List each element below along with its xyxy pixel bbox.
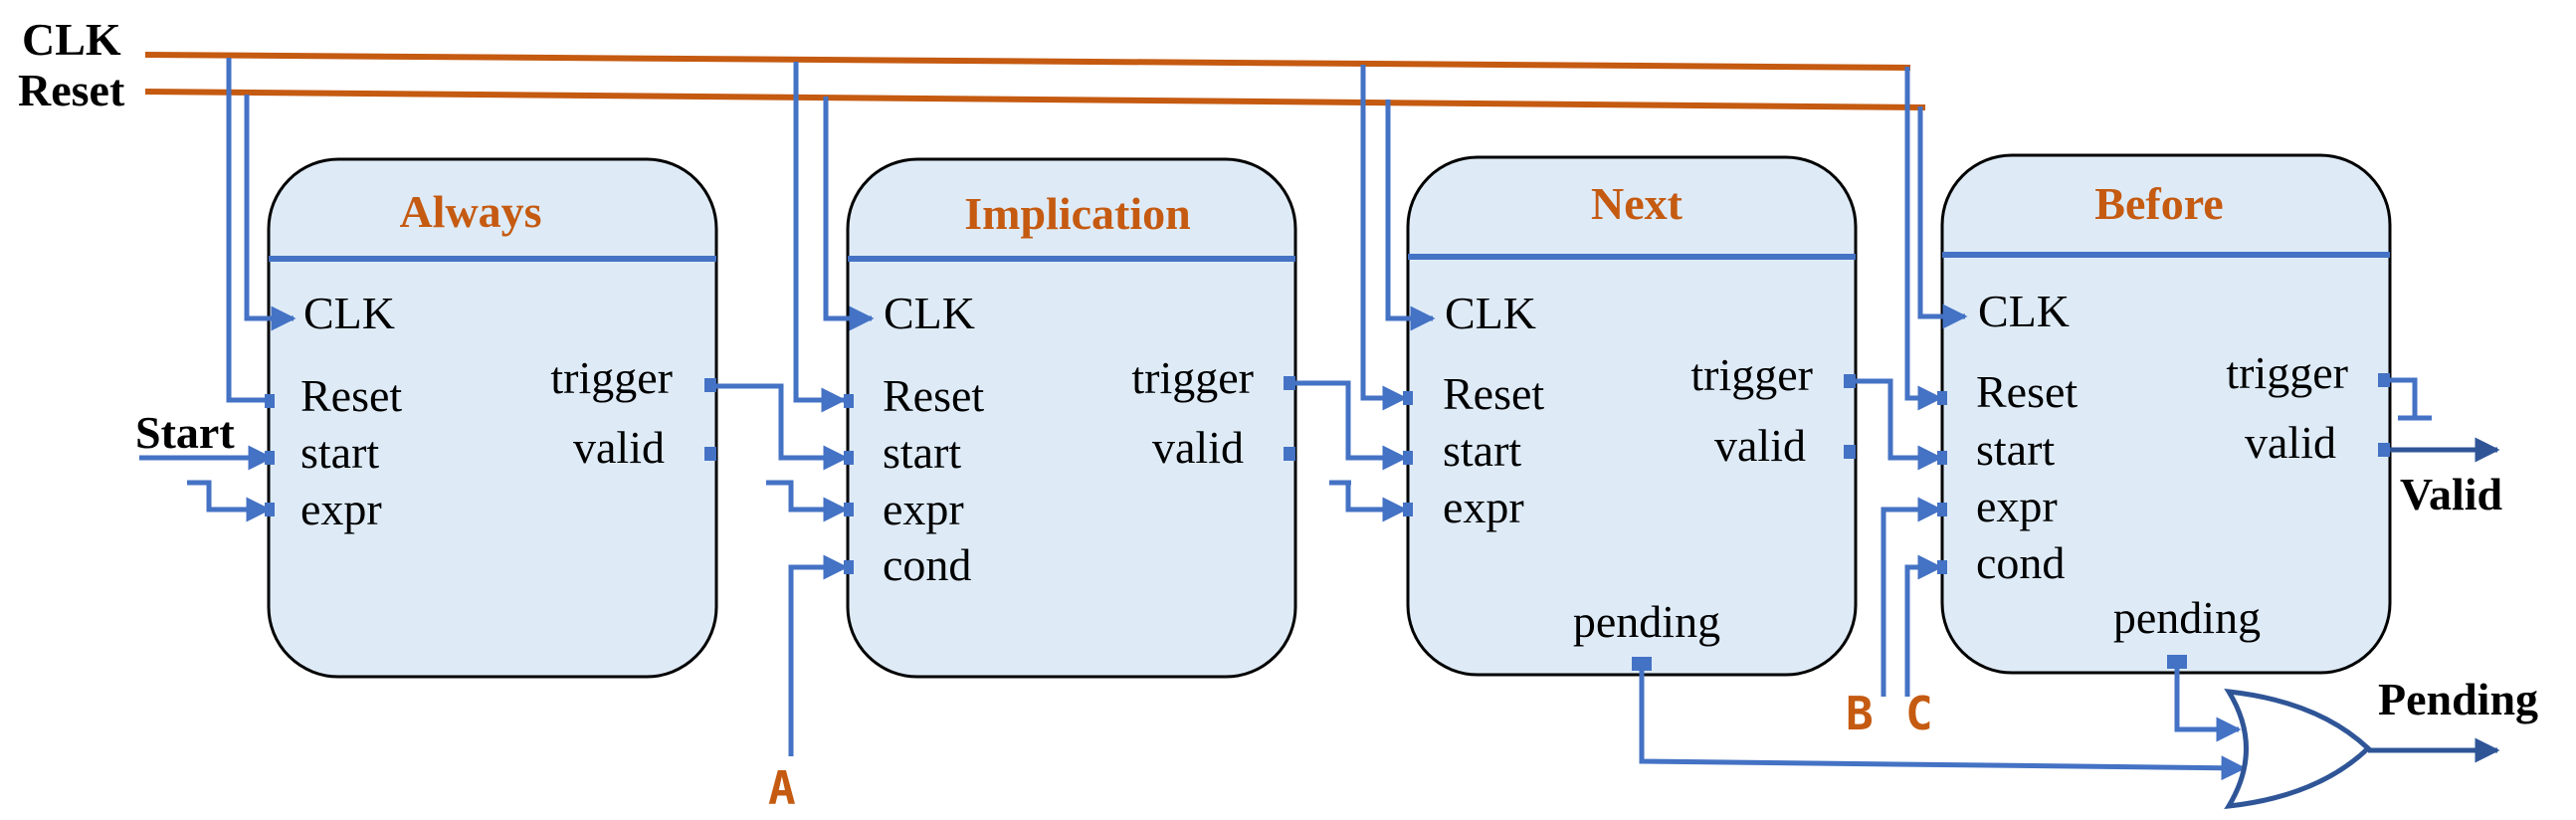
port-reset-label: Reset <box>1443 368 1544 419</box>
port-clk-label: CLK <box>1445 288 1536 338</box>
block-next: Next CLK Reset start expr trigger valid … <box>1406 155 1858 677</box>
wire-c-cond <box>1904 554 1943 697</box>
input-a-label: A <box>768 761 796 815</box>
port-clk-label: CLK <box>884 288 975 338</box>
port-cond-label: cond <box>883 539 971 590</box>
wire-clk-always <box>244 95 297 331</box>
port-clk-label: CLK <box>1978 286 2070 336</box>
port-start-label: start <box>1443 425 1521 476</box>
port-valid-label: valid <box>573 422 665 473</box>
wires <box>139 58 2500 781</box>
port-stubs <box>265 373 2390 671</box>
wire-trigger-to-start-impl <box>716 383 849 471</box>
port-reset-label: Reset <box>300 370 402 421</box>
wire-reset-always <box>226 58 271 403</box>
block-title: Before <box>2094 178 2223 229</box>
wire-reset-impl <box>793 62 847 413</box>
wire-pending-before <box>2174 665 2242 742</box>
port-expr-label: expr <box>1976 481 2058 531</box>
reset-line <box>144 89 1926 110</box>
pending-output-label: Pending <box>2378 674 2538 724</box>
block-implication: Implication CLK Reset start expr cond tr… <box>846 157 1297 679</box>
port-valid-label: valid <box>2245 417 2336 468</box>
wire-expr-always <box>189 480 272 522</box>
input-b-label: B <box>1846 687 1874 740</box>
start-input-label: Start <box>135 407 235 458</box>
valid-output-label: Valid <box>2400 469 2503 519</box>
port-valid-label: valid <box>1714 420 1806 471</box>
port-trigger-label: trigger <box>1690 349 1813 400</box>
port-trigger-label: trigger <box>550 352 673 403</box>
wire-expr-impl <box>768 480 849 522</box>
port-pending-label: pending <box>2113 592 2261 643</box>
port-clk-label: CLK <box>303 288 395 338</box>
reset-input-label: Reset <box>18 65 125 115</box>
input-c-label: C <box>1905 687 1933 740</box>
wire-a-cond <box>788 554 849 756</box>
port-expr-label: expr <box>300 484 382 534</box>
wire-expr-next <box>1331 480 1408 522</box>
port-cond-label: cond <box>1976 537 2065 588</box>
wire-clk-impl <box>823 97 875 331</box>
wire-trigger-to-start-next <box>1295 380 1408 471</box>
wire-clk-next <box>1385 100 1436 331</box>
wire-reset-before <box>1904 67 1943 411</box>
port-pending-label: pending <box>1573 596 1720 647</box>
port-reset-label: Reset <box>1976 366 2078 417</box>
wire-trigger-to-start-before <box>1856 378 1943 471</box>
wire-reset-next <box>1360 65 1408 411</box>
block-title: Implication <box>964 188 1190 239</box>
port-start-label: start <box>883 427 961 478</box>
wire-clk-before <box>1917 106 1968 329</box>
port-expr-label: expr <box>883 484 964 534</box>
wire-b-expr <box>1881 497 1943 697</box>
wire-trigger-before-tie <box>2390 377 2418 418</box>
block-title: Always <box>399 186 541 237</box>
clk-line <box>144 52 1911 71</box>
clk-input-label: CLK <box>22 14 121 65</box>
block-before: Before CLK Reset start expr cond trigger… <box>1940 153 2392 675</box>
clock-reset-bus <box>144 52 1926 110</box>
or-gate-icon <box>2224 688 2372 810</box>
port-start-label: start <box>300 427 379 478</box>
port-start-label: start <box>1976 424 2055 475</box>
wire-pending-next <box>1639 667 2247 781</box>
port-reset-label: Reset <box>883 370 984 421</box>
port-expr-label: expr <box>1443 482 1524 532</box>
port-trigger-label: trigger <box>1131 352 1254 403</box>
port-valid-label: valid <box>1152 422 1244 473</box>
port-trigger-label: trigger <box>2226 347 2348 398</box>
block-title: Next <box>1591 178 1684 229</box>
block-always: Always CLK Reset start expr trigger vali… <box>267 157 718 679</box>
